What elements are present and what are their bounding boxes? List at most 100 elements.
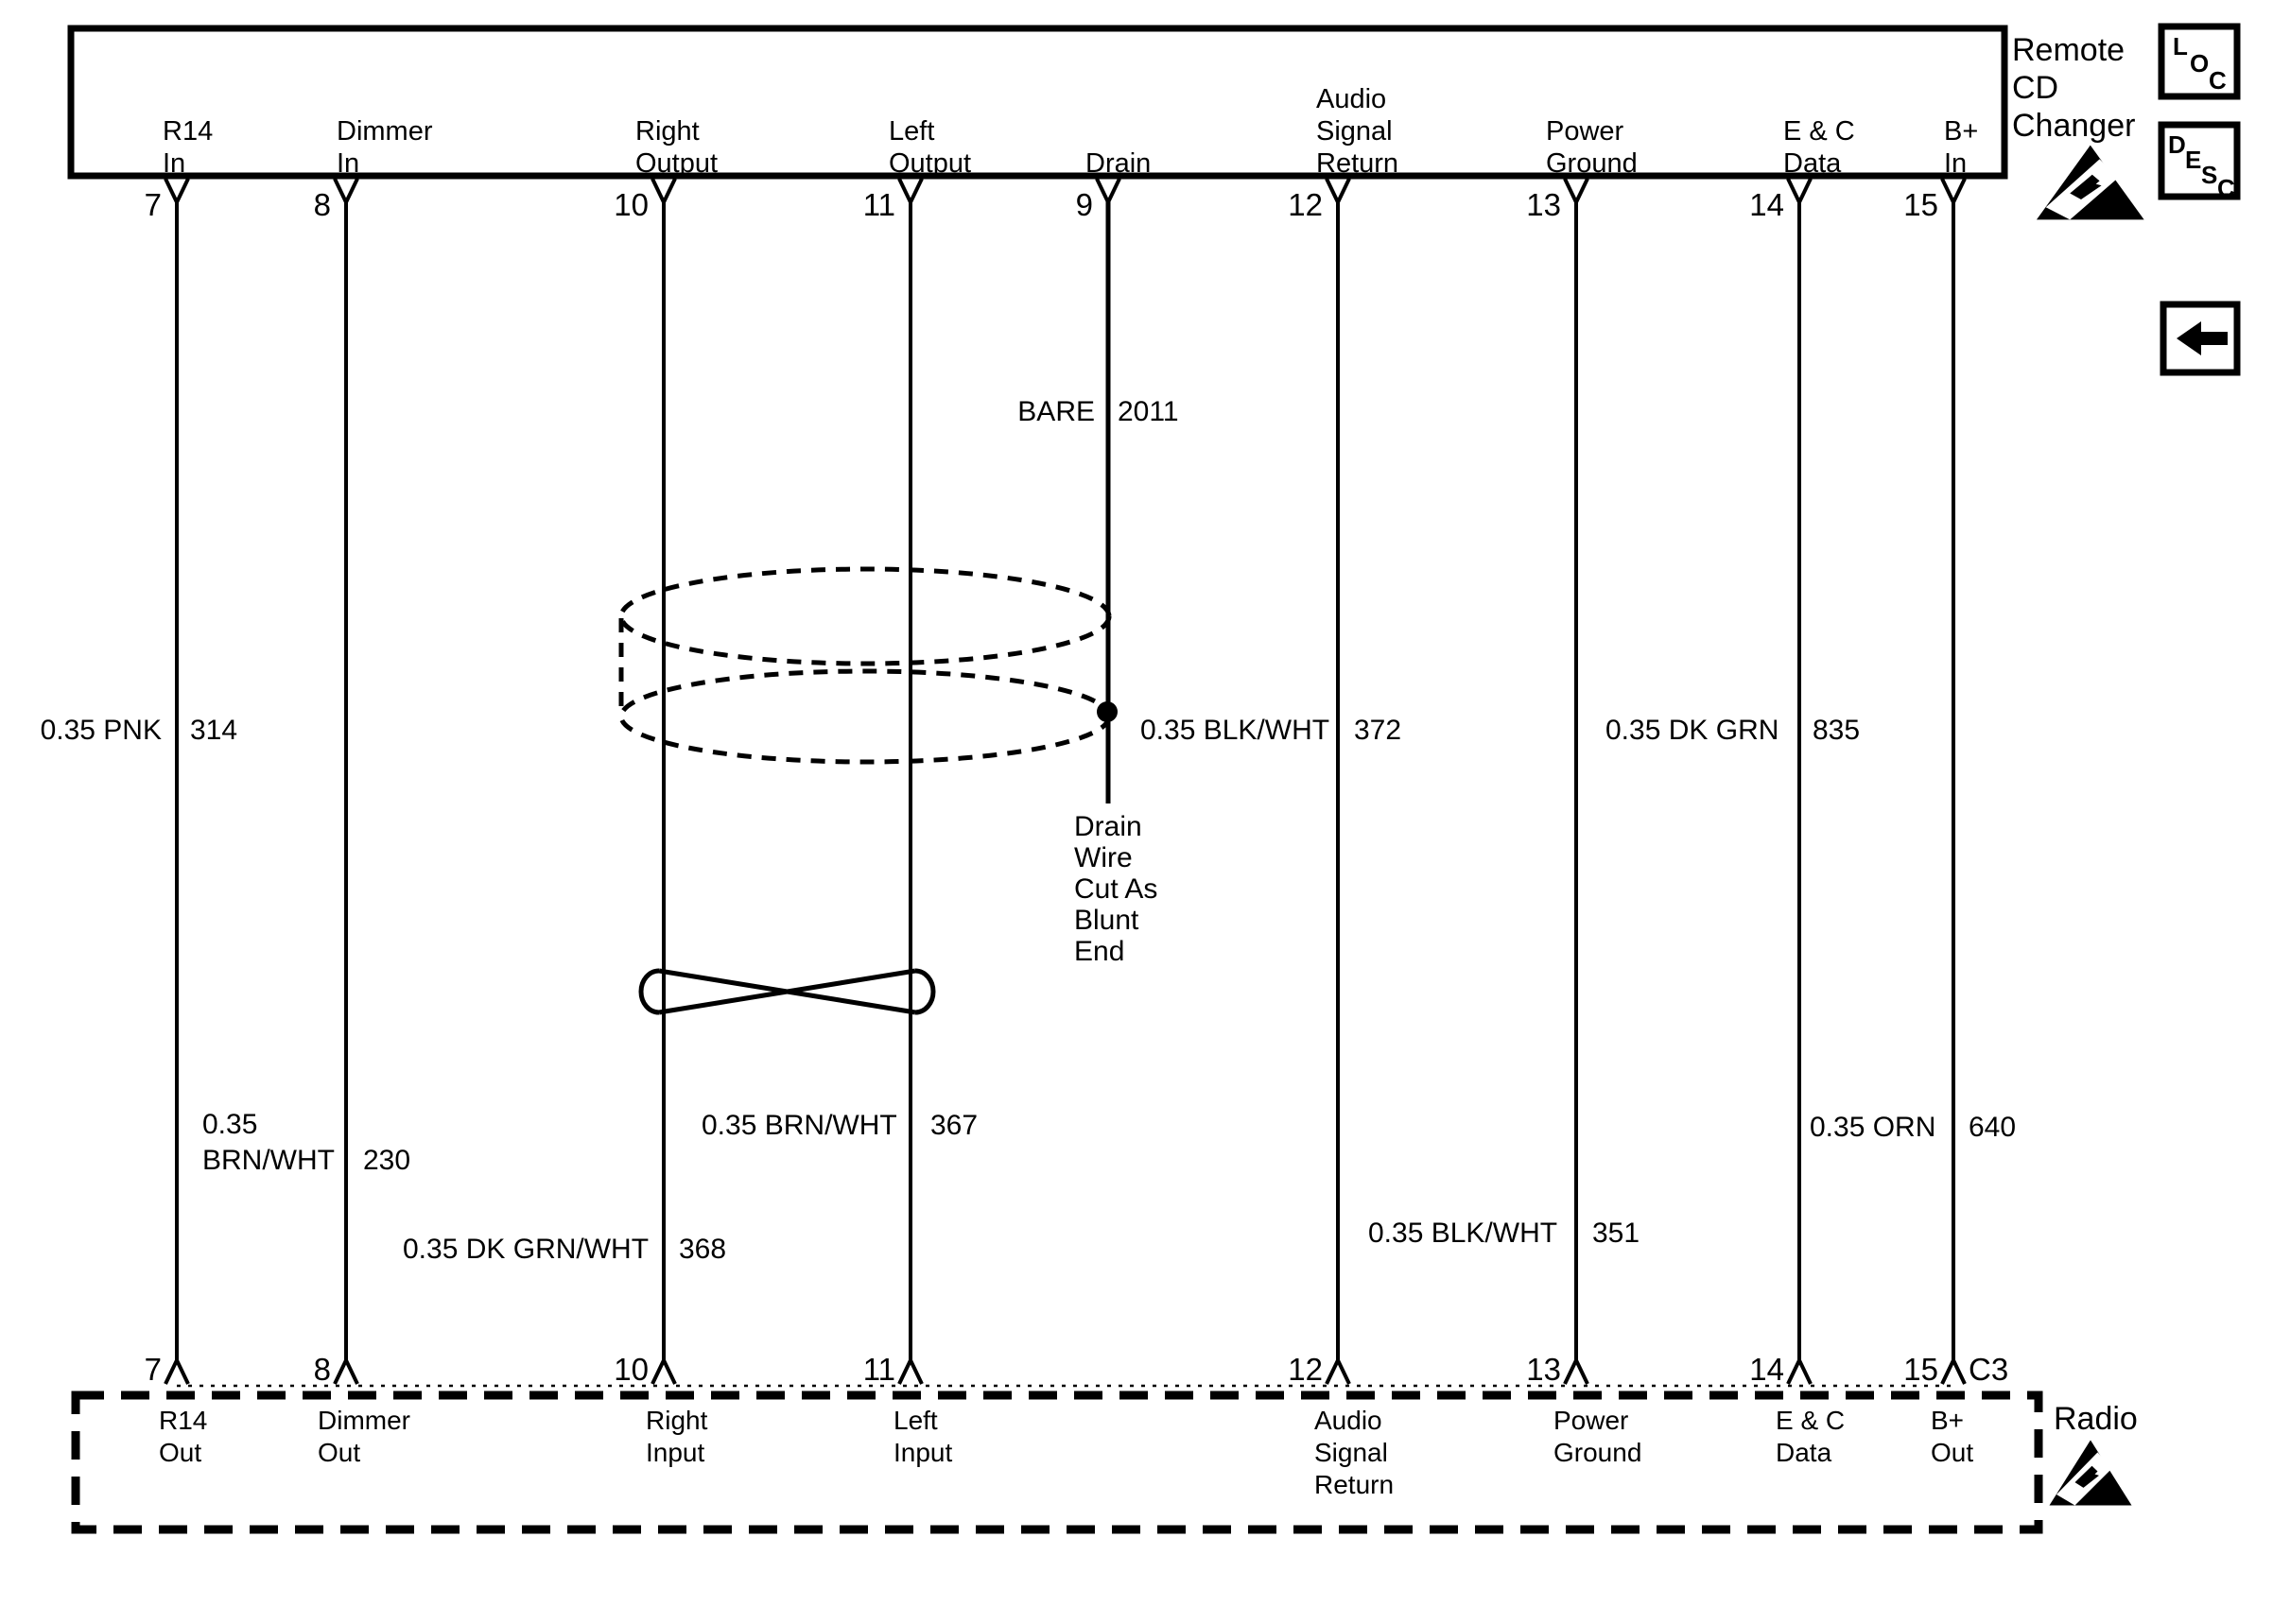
bottom-pin11-label-line2: Input	[894, 1438, 952, 1467]
drain-note-line1: Drain	[1074, 811, 1142, 842]
twisted-pair-symbol	[638, 968, 936, 1015]
wire10-bottom-fork	[651, 1356, 677, 1385]
bottom-pin13-number: 13	[1526, 1352, 1561, 1387]
desc-button-frame[interactable]	[2158, 121, 2241, 200]
top-pin7-label-line2: In	[163, 148, 185, 179]
wire13-color-label: 0.35 BLK/WHT	[1368, 1218, 1557, 1249]
top-pin7-number: 7	[145, 187, 162, 222]
bottom-pin14-number: 14	[1749, 1352, 1784, 1387]
top-pin13-label-line1: Power	[1546, 116, 1624, 147]
twist-cross-line2	[658, 968, 916, 1015]
bottom-pin15-number: 15	[1903, 1352, 1938, 1387]
wire7-bottom-fork	[164, 1356, 190, 1385]
shield-ellipse-upper	[618, 566, 1112, 666]
loc-button-frame[interactable]	[2158, 23, 2241, 100]
top-pin10-number: 10	[614, 187, 649, 222]
wire13-circuit-number: 351	[1592, 1218, 1640, 1249]
top-pin12-label-line2: Signal	[1316, 116, 1393, 147]
top-pin11-label-line2: Output	[889, 148, 971, 179]
top-pin13-number: 13	[1526, 187, 1561, 222]
radio-box	[71, 1391, 2043, 1534]
bottom-pin-numbers: 7 8 10 11 12 13 14 15 C3	[145, 1352, 2009, 1387]
drain-note-line3: Cut As	[1074, 873, 1157, 905]
top-pin8-label-line2: In	[337, 148, 359, 179]
wire15-bottom-fork	[1940, 1356, 1967, 1385]
wire10-circuit-number: 368	[679, 1234, 726, 1265]
bottom-pin12-number: 12	[1288, 1352, 1323, 1387]
wire15-color-label: 0.35 ORN	[1810, 1112, 1935, 1143]
desc-button[interactable]: D E S C	[2158, 121, 2241, 202]
wire14-top-fork	[1786, 178, 1813, 207]
bottom-pin11-number: 11	[863, 1352, 895, 1387]
wire12-color-label: 0.35 BLK/WHT	[1140, 715, 1329, 746]
top-pin13-label-line2: Ground	[1546, 148, 1638, 179]
wire12-bottom-fork	[1325, 1356, 1351, 1385]
twist-left-loop	[638, 968, 660, 1015]
bottom-pin11-label-line1: Left	[894, 1406, 938, 1435]
drain-junction-dot	[1097, 701, 1118, 722]
wire9-top-fork	[1095, 178, 1121, 207]
top-component-label-line3: Changer	[2012, 108, 2135, 144]
bottom-pin10-label-line2: Input	[646, 1438, 704, 1467]
bottom-pin14-label-line1: E & C	[1776, 1406, 1845, 1435]
bottom-pin7-label-line2: Out	[159, 1438, 201, 1467]
top-pin-numbers: 7 8 10 11 9 12 13 14 15	[145, 187, 1938, 222]
wire13-bottom-fork	[1563, 1356, 1589, 1385]
top-pin14-label-line1: E & C	[1783, 116, 1855, 147]
top-pin9-label: Drain	[1085, 148, 1151, 179]
wire14-circuit-number: 835	[1813, 715, 1860, 746]
wire7-circuit-number: 314	[190, 715, 237, 746]
loc-char-2: O	[2190, 49, 2209, 78]
bottom-pin8-label-line1: Dimmer	[318, 1406, 410, 1435]
esd-warning-icon	[2049, 1440, 2132, 1506]
desc-char-2: E	[2185, 146, 2201, 174]
top-pin12-number: 12	[1288, 187, 1323, 222]
top-pin10-label-line2: Output	[635, 148, 718, 179]
esd-warning-icon-top	[2036, 145, 2144, 220]
bottom-pin8-number: 8	[314, 1352, 331, 1387]
loc-char-1: L	[2173, 32, 2188, 60]
wire11-circuit-number: 367	[930, 1110, 978, 1141]
desc-char-4: C	[2217, 174, 2235, 202]
wire7-color-label: 0.35 PNK	[41, 715, 162, 746]
top-pin12-label-line1: Audio	[1316, 84, 1386, 114]
shield-symbol	[618, 566, 1112, 765]
wire12-circuit-number: 372	[1354, 715, 1401, 746]
esd-hand	[2070, 174, 2102, 200]
loc-char-3: C	[2209, 66, 2227, 95]
bottom-pin13-label-line2: Ground	[1553, 1438, 1641, 1467]
top-pin15-number: 15	[1903, 187, 1938, 222]
top-pin8-number: 8	[314, 187, 331, 222]
top-pin11-number: 11	[863, 187, 895, 222]
wire10-top-fork	[651, 178, 677, 207]
bottom-pin7-label-line1: R14	[159, 1406, 207, 1435]
esd-hand	[2074, 1465, 2099, 1488]
bottom-pin14-label-line2: Data	[1776, 1438, 1832, 1467]
left-arrow-icon	[2177, 321, 2228, 355]
wire-labels: 0.35 PNK 314 0.35 BLK/WHT 372 0.35 DK GR…	[41, 396, 2016, 1265]
bottom-pin12-label-line3: Return	[1314, 1470, 1394, 1499]
loc-button[interactable]: L O C	[2158, 23, 2241, 100]
bottom-pin-labels: R14 Out Dimmer Out Right Input Left Inpu…	[159, 1406, 1973, 1499]
wire14-bottom-fork	[1786, 1356, 1813, 1385]
top-pin15-label-line2: In	[1944, 148, 1967, 179]
wire11-top-fork	[897, 178, 924, 207]
wire15-circuit-number: 640	[1969, 1112, 2016, 1143]
back-button[interactable]	[2160, 301, 2241, 376]
remote-cd-changer-box	[67, 25, 2008, 180]
top-pin11-label-line1: Left	[889, 116, 934, 147]
shield-ellipse-lower	[618, 668, 1112, 765]
wire7-top-fork	[164, 178, 190, 207]
bottom-pin10-number: 10	[614, 1352, 649, 1387]
bottom-pin15-label-line2: Out	[1931, 1438, 1973, 1467]
wire9-color-label: BARE	[1017, 396, 1095, 427]
bottom-connector-id: C3	[1969, 1352, 2008, 1387]
bottom-pin12-label-line2: Signal	[1314, 1438, 1388, 1467]
radio-component-label: Radio	[2054, 1401, 2138, 1437]
desc-char-3: S	[2201, 161, 2217, 189]
bottom-pin12-label-line1: Audio	[1314, 1406, 1382, 1435]
bottom-pin10-label-line1: Right	[646, 1406, 708, 1435]
top-pin8-label-line1: Dimmer	[337, 116, 433, 147]
top-pin10-label-line1: Right	[635, 116, 700, 147]
